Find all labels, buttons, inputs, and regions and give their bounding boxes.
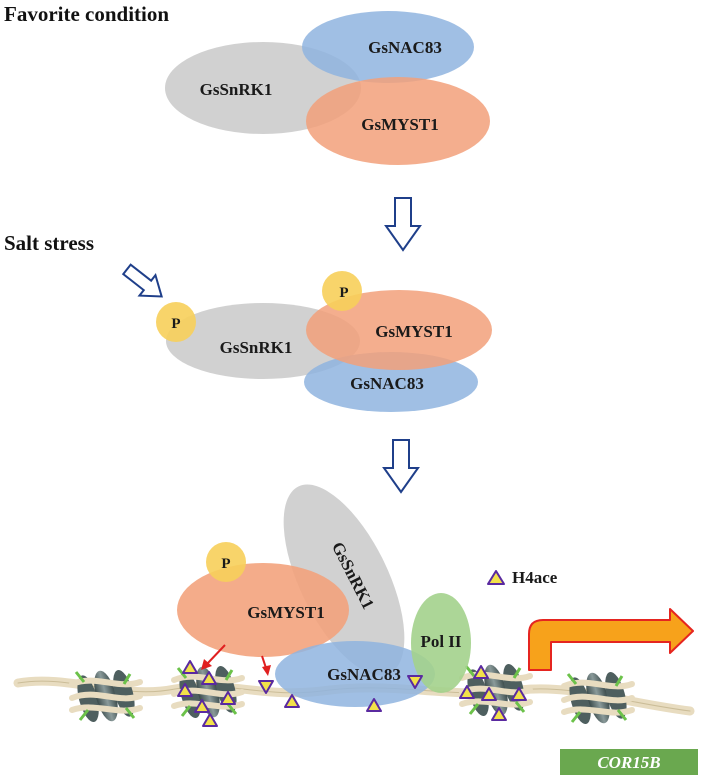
mid-phospho-circle-1 — [156, 302, 196, 342]
h4ace-triangle — [194, 699, 210, 713]
h4ace-triangle — [366, 698, 382, 712]
gene-box-cor15b — [560, 749, 698, 775]
bottom-phospho-label: P — [221, 556, 230, 572]
mid-phospho-label-1: P — [171, 316, 180, 332]
salt-stress-arrow — [121, 263, 163, 298]
h4ace-triangle — [201, 671, 217, 685]
nucleosome-1 — [69, 669, 143, 723]
bottom-polii-ellipse — [411, 593, 471, 693]
bottom-phospho-circle — [206, 542, 246, 582]
title-favorite-condition: Favorite condition — [4, 2, 169, 26]
h4ace-triangle — [202, 713, 218, 727]
down-arrow-2 — [382, 439, 420, 494]
h4ace-triangle — [511, 687, 527, 701]
h4ace-triangle — [182, 660, 198, 674]
red-arrow-2 — [261, 655, 271, 676]
bottom-nac-label: GsNAC83 — [327, 665, 401, 684]
title-salt-stress: Salt stress — [4, 231, 94, 255]
mid-phospho-label-2: P — [339, 285, 348, 301]
bottom-nac-ellipse — [275, 641, 435, 707]
bottom-myst-ellipse — [177, 563, 349, 657]
down-arrow-1 — [384, 197, 422, 252]
h4ace-triangle — [407, 675, 423, 689]
mid-myst-ellipse — [306, 290, 492, 370]
mid-phospho-circle-2 — [322, 271, 362, 311]
nucleosome-3 — [459, 663, 533, 717]
h4ace-triangle — [459, 685, 475, 699]
transcription-arrow — [528, 608, 694, 671]
top-myst-ellipse — [306, 77, 490, 165]
top-nac-ellipse — [302, 11, 474, 83]
h4ace-triangle — [491, 707, 507, 721]
h4ace-triangles — [177, 660, 527, 727]
top-snrk-label: GsSnRK1 — [200, 80, 273, 99]
bottom-polii-label: Pol II — [420, 632, 461, 651]
mid-snrk-label: GsSnRK1 — [220, 338, 293, 357]
top-myst-label: GsMYST1 — [361, 115, 438, 134]
mid-myst-label: GsMYST1 — [375, 322, 452, 341]
top-nac-label: GsNAC83 — [368, 38, 442, 57]
gene-label-cor15b: COR15B — [597, 753, 660, 772]
red-arrow-1 — [201, 644, 226, 670]
h4ace-triangle — [220, 691, 236, 705]
mid-nac-label: GsNAC83 — [350, 374, 424, 393]
h4ace-triangle — [177, 683, 193, 697]
nucleosome-4 — [561, 671, 635, 725]
h4ace-legend-triangle — [487, 570, 505, 585]
h4ace-triangle — [284, 694, 300, 708]
bottom-myst-label: GsMYST1 — [247, 603, 324, 622]
h4ace-legend-label: H4ace — [512, 568, 558, 587]
bottom-snrk-ellipse — [283, 484, 405, 676]
h4ace-triangle — [473, 665, 489, 679]
mid-nac-ellipse — [304, 352, 478, 412]
h4ace-triangle — [258, 680, 274, 694]
h4ace-triangle — [481, 687, 497, 701]
